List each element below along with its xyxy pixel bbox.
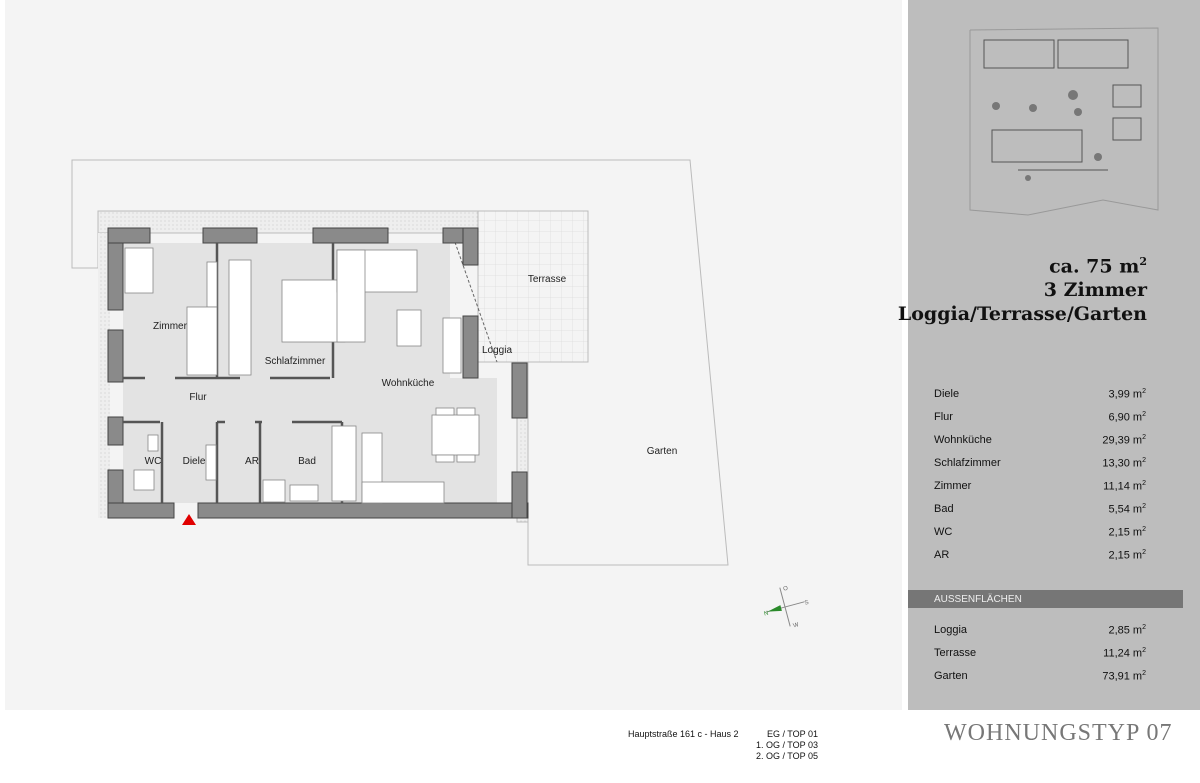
sideboard: [442, 317, 462, 374]
apartment-rooms: 3 Zimmer: [1043, 279, 1147, 302]
unit-list: EG / TOP 01 1. OG / TOP 03 2. OG / TOP 0…: [740, 729, 818, 762]
area-value: 13,30 m2: [1102, 457, 1146, 470]
unit-top-eg: EG / TOP 01: [766, 729, 818, 739]
compass-west: W: [793, 622, 800, 629]
area-value: 2,15 m2: [1108, 549, 1146, 562]
area-name: Bad: [934, 503, 954, 515]
apartment-outdoor: Loggia/Terrasse/Garten: [897, 303, 1147, 326]
compass-north: N: [763, 611, 769, 618]
area-name: AR: [934, 549, 950, 561]
area-value: 73,91 m2: [1102, 670, 1146, 683]
area-row: Flur 6,90 m2: [934, 411, 1146, 424]
room-label-terrasse: Terrasse: [528, 274, 567, 285]
area-value: 3,99 m2: [1108, 388, 1146, 401]
area-row: Wohnküche 29,39 m2: [934, 434, 1146, 447]
area-row: Diele 3,99 m2: [934, 388, 1146, 401]
apartment-summary: ca. 75 m2 3 Zimmer Loggia/Terrasse/Garte…: [898, 250, 1147, 326]
area-row: Garten 73,91 m2: [934, 670, 1146, 683]
wardrobe: [206, 261, 218, 308]
floor-plan-drawing: Zimmer Schlafzimmer Wohnküche Flur WC Di…: [71, 159, 809, 630]
area-value: 11,24 m2: [1103, 647, 1146, 660]
area-row: AR 2,15 m2: [934, 549, 1146, 562]
address: Hauptstraße 161 c - Haus 2: [628, 729, 739, 739]
area-value: 2,15 m2: [1108, 526, 1146, 539]
dining-table: [431, 414, 480, 456]
floor-plan-area: Zimmer Schlafzimmer Wohnküche Flur WC Di…: [5, 0, 902, 710]
gravel-strip: [97, 210, 479, 234]
area-value: 6,90 m2: [1108, 411, 1146, 424]
area-name: Terrasse: [934, 647, 977, 659]
desk: [124, 247, 154, 294]
terrace-tiles: [477, 210, 589, 363]
area-name: Garten: [934, 670, 968, 682]
area-value: 11,14 m2: [1103, 480, 1146, 493]
bed: [281, 279, 346, 343]
area-row: Loggia 2,85 m2: [934, 624, 1146, 637]
area-value: 2,85 m2: [1108, 624, 1146, 637]
area-name: Diele: [934, 388, 960, 400]
furniture: [124, 247, 480, 504]
area-name: Wohnküche: [934, 434, 992, 446]
compass-icon: N O S W: [763, 586, 809, 630]
compass-east: O: [783, 586, 789, 593]
room-label-loggia: Loggia: [482, 345, 512, 356]
area-name: Flur: [934, 411, 953, 423]
room-label-wohnkueche: Wohnküche: [382, 378, 435, 389]
unit-top-og1: 1. OG / TOP 03: [755, 740, 818, 750]
info-sidebar: ca. 75 m2 3 Zimmer Loggia/Terrasse/Garte…: [898, 0, 1200, 710]
compass-south: S: [804, 600, 809, 607]
area-name: Schlafzimmer: [934, 457, 1001, 469]
washing-machine: [262, 479, 286, 503]
area-name: WC: [934, 526, 953, 538]
area-value: 29,39 m2: [1102, 434, 1146, 447]
area-row: Terrasse 11,24 m2: [934, 647, 1146, 660]
area-row: Bad 5,54 m2: [934, 503, 1146, 516]
site-plan-thumbnail: [969, 27, 1159, 216]
room-label-diele: Diele: [183, 456, 206, 467]
unit-top-og2: 2. OG / TOP 05: [755, 751, 818, 761]
room-label-bad: Bad: [298, 456, 316, 467]
apartment-type-title: WOHNUNGSTYP 07: [944, 720, 1173, 746]
outer-walls: [107, 227, 529, 519]
room-label-flur: Flur: [189, 392, 207, 403]
area-name: Zimmer: [934, 480, 972, 492]
outdoor-section-header: AUSSENFLÄCHEN: [908, 590, 1183, 608]
area-value: 5,54 m2: [1108, 503, 1146, 516]
room-label-ar: AR: [245, 456, 259, 467]
room-label-garten: Garten: [647, 446, 678, 457]
room-label-schlafzimmer: Schlafzimmer: [265, 356, 326, 367]
apartment-size: ca. 75 m2: [1049, 255, 1147, 278]
room-label-zimmer: Zimmer: [153, 321, 188, 332]
area-name: Loggia: [934, 624, 968, 636]
bathtub: [331, 425, 357, 502]
area-row: WC 2,15 m2: [934, 526, 1146, 539]
room-label-wc: WC: [145, 456, 162, 467]
area-row: Schlafzimmer 13,30 m2: [934, 457, 1146, 470]
area-row: Zimmer 11,14 m2: [934, 480, 1146, 493]
entrance-marker-icon: [182, 514, 196, 525]
